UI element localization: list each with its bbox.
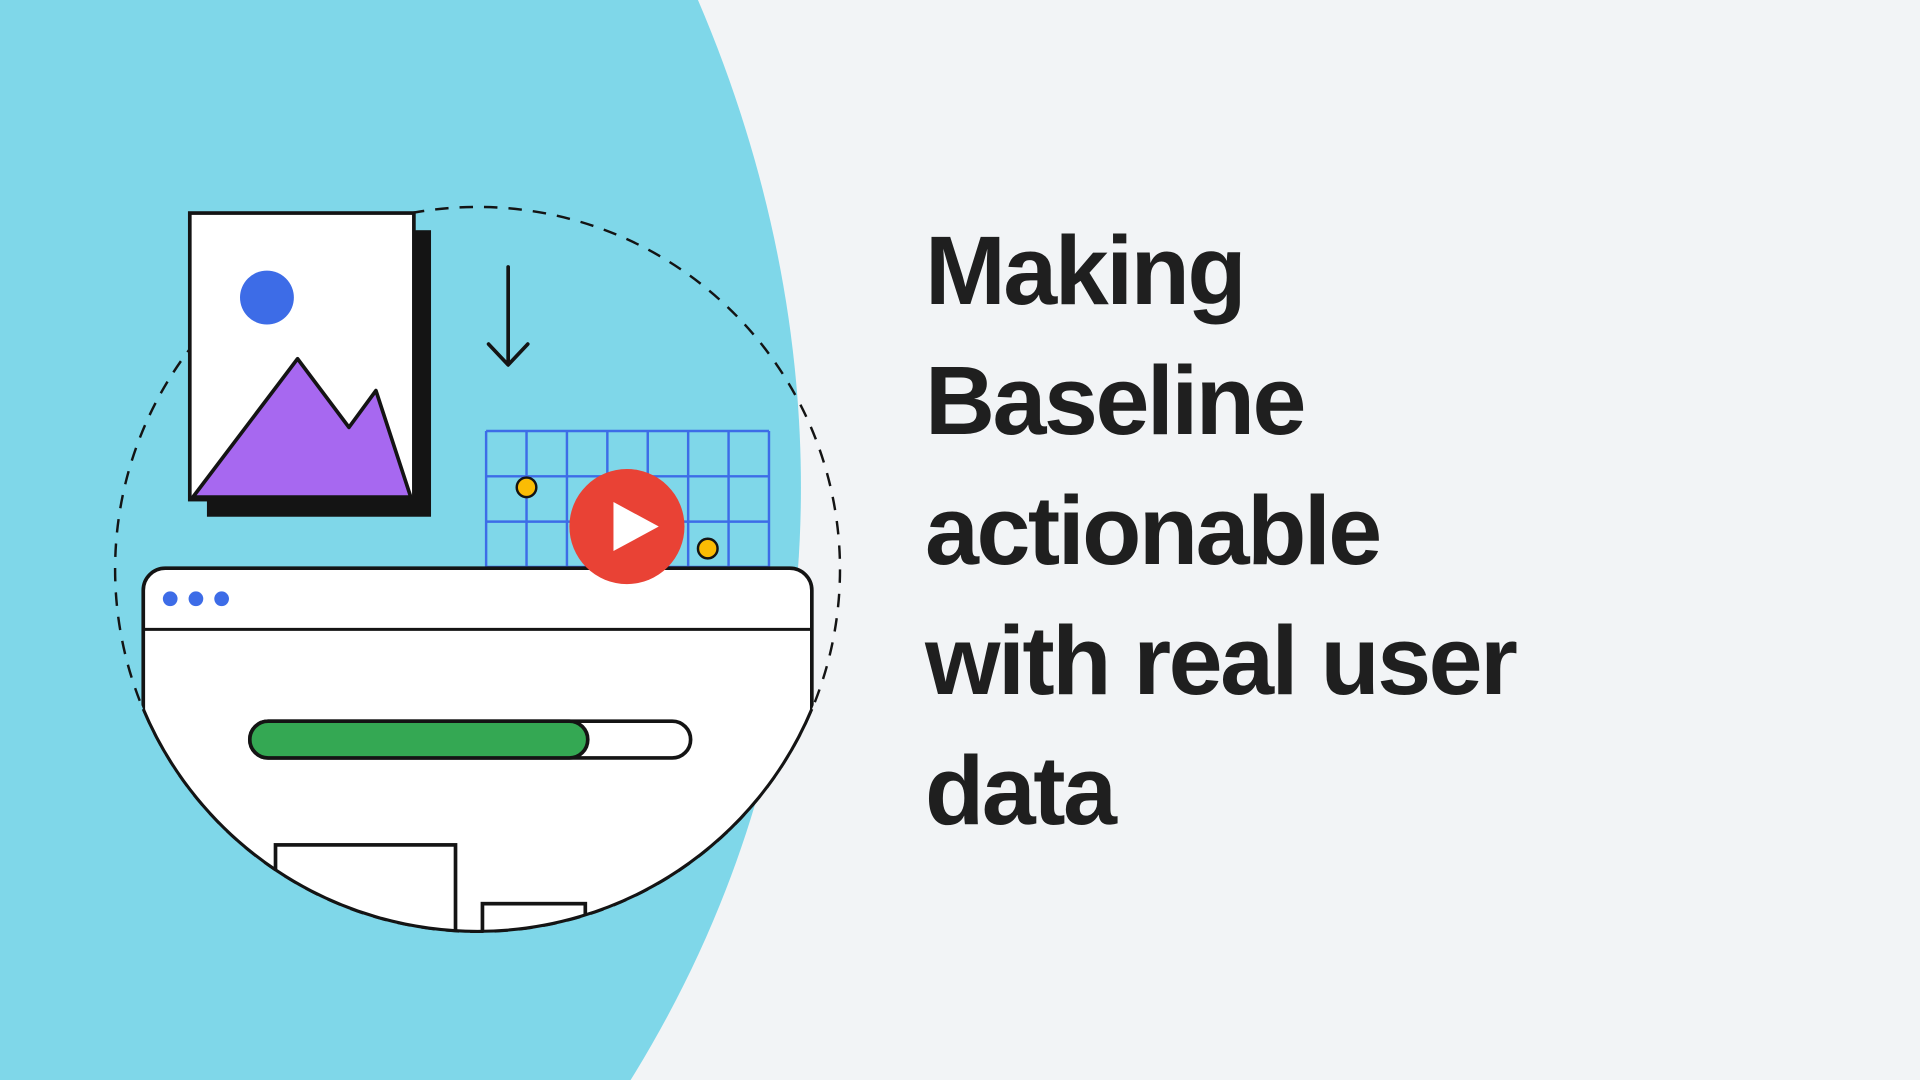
title-line-1: Making	[925, 216, 1247, 325]
title-line-3: actionable	[925, 476, 1382, 585]
progress-bar-fill	[247, 719, 590, 760]
title-line-4: with real user	[925, 606, 1518, 715]
title-line-5: data	[925, 736, 1117, 845]
down-arrow-icon	[486, 265, 530, 367]
page-title: Making Baseline actionable with real use…	[925, 206, 1845, 856]
video-play-icon	[569, 468, 685, 585]
browser-dot-3	[214, 591, 229, 607]
mountains-shape	[191, 356, 413, 499]
grid-node-dot-right	[696, 537, 719, 560]
image-placeholder-icon	[187, 211, 432, 517]
grid-node-dot-left	[515, 476, 538, 499]
browser-dot-2	[188, 591, 204, 607]
browser-dot-1	[162, 591, 178, 607]
play-triangle	[613, 502, 659, 552]
circle-bottom-arc	[141, 708, 814, 933]
sun-dot	[240, 270, 294, 325]
title-line-2: Baseline	[925, 346, 1307, 455]
